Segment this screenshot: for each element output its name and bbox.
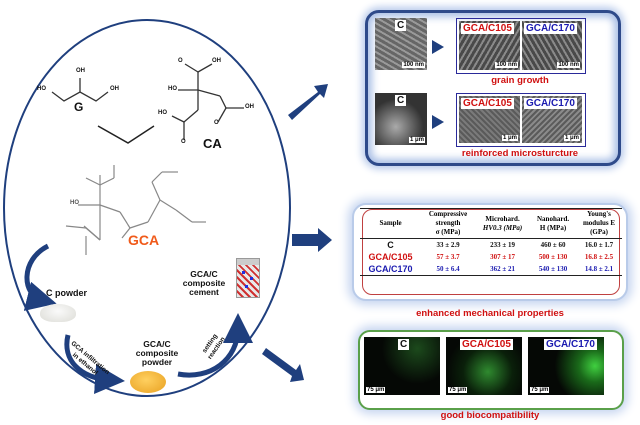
cell-compressive: 57 ± 3.7 (436, 253, 460, 261)
cell-microhard: 362 ± 21 (490, 265, 515, 273)
gca-ho: HO (70, 200, 79, 206)
arrow-to-c-powder (23, 243, 57, 311)
ca-ho-left: HO (158, 110, 167, 116)
table-row: GCA/C105 57 ± 3.7 307 ± 17 500 ± 130 16.… (360, 251, 622, 263)
scale-bar: 75 μm (448, 387, 468, 393)
composite-powder-line3: powder (141, 357, 173, 367)
sem-label: C (395, 20, 407, 31)
scale-bar: 1 μm (501, 135, 518, 141)
reinforced-microstructure-caption: reinforced microsturcture (461, 148, 579, 159)
arrow-to-table (292, 228, 332, 252)
scale-bar: 75 μm (530, 387, 550, 393)
scale-bar: 75 μm (366, 387, 386, 393)
sem-label: GCA/C105 (461, 23, 514, 34)
gca-label: GCA (128, 232, 160, 248)
composite-cement-label: GCA/C composite cement (176, 270, 232, 297)
fluorescence-c: C 75 μm (364, 337, 440, 395)
sem-label: C (395, 95, 407, 106)
glycerol-structure (51, 78, 109, 102)
ca-oh-right: OH (245, 104, 254, 110)
header-microhard: Microhard.HV0.3 (MPa) (482, 214, 523, 232)
composite-powder-image (130, 371, 166, 393)
mechanical-panel (352, 203, 628, 301)
sem-gca-c105-100nm: GCA/C105 100 nm (459, 21, 520, 70)
scale-bar: 100 nm (402, 62, 425, 68)
cell-microhard: 233 ± 19 (490, 241, 515, 249)
composite-powder-label: GCA/C composite powder (126, 340, 188, 367)
table-row: C 33 ± 2.9 233 ± 19 460 ± 60 16.0 ± 1.7 (360, 239, 622, 252)
fluo-label: C (398, 339, 410, 350)
composite-cement-line2: composite (182, 278, 226, 288)
cell-nanohard: 540 ± 130 (538, 265, 568, 273)
cell-microhard: 307 ± 17 (490, 253, 515, 261)
fluo-label: GCA/C105 (460, 339, 513, 350)
cell-nanohard: 460 ± 60 (540, 241, 566, 249)
cell-compressive: 33 ± 2.9 (436, 241, 460, 249)
c-powder-image (40, 304, 76, 322)
arrow-setting (177, 313, 253, 378)
grain-growth-caption: grain growth (491, 75, 549, 86)
cell-compressive: 50 ± 6.4 (436, 265, 460, 273)
synthesis-ellipse (3, 19, 291, 397)
sem-c-1um: C 1 μm (375, 93, 427, 145)
header-sample: Sample (379, 219, 402, 227)
glycerol-ho-left: HO (37, 86, 46, 92)
glycerol-oh-top: OH (76, 68, 85, 74)
sem-label: GCA/C170 (524, 98, 577, 109)
gca-structure (65, 165, 206, 255)
cell-sample: GCA/C105 (368, 252, 413, 262)
reaction-connector (97, 125, 155, 144)
biocompatibility-caption: good biocompatibility (440, 410, 540, 421)
cell-youngs: 16.8 ± 2.5 (584, 253, 614, 261)
sem-gca-c170-100nm: GCA/C170 100 nm (522, 21, 582, 70)
citric-acid-structure (171, 63, 244, 140)
glycerol-oh-right: OH (110, 86, 119, 92)
ca-oh-top: OH (212, 58, 221, 64)
composite-powder-line2: composite (135, 348, 179, 358)
ca-o-top: O (178, 58, 183, 64)
fluo-label: GCA/C170 (544, 339, 597, 350)
glycerol-label: G (74, 100, 84, 114)
cell-nanohard: 500 ± 130 (538, 253, 568, 261)
sem-row1-samples (456, 18, 586, 74)
ca-ho-mid: HO (168, 86, 177, 92)
scale-bar: 100 nm (495, 62, 518, 68)
sem-row2-samples (456, 93, 586, 147)
table-row: GCA/C170 50 ± 6.4 362 ± 21 540 ± 130 14.… (360, 263, 622, 276)
arrow-to-bio (262, 348, 304, 382)
arrow-infiltration (64, 334, 125, 394)
composite-powder-line1: GCA/C (143, 339, 171, 349)
scale-bar: 100 nm (557, 62, 580, 68)
cell-youngs: 16.0 ± 1.7 (584, 241, 614, 249)
sem-label: GCA/C170 (524, 23, 577, 34)
sem-arrow-row1-icon (432, 40, 444, 54)
ca-o-bottom: O (181, 139, 186, 145)
mechanical-caption: enhanced mechanical properties (416, 308, 564, 319)
sem-arrow-row2-icon (432, 115, 444, 129)
composite-cement-line3: cement (189, 287, 219, 297)
header-nanohard: Nanohard.H (MPa) (537, 214, 570, 232)
c-powder-label: C powder (46, 288, 88, 298)
sem-c-100nm: C 100 nm (375, 18, 427, 70)
composite-cement-image (236, 258, 260, 298)
ca-o-right: O (214, 120, 219, 126)
cell-youngs: 14.8 ± 2.1 (584, 265, 614, 273)
composite-cement-line1: GCA/C (190, 269, 218, 279)
scale-bar: 1 μm (563, 135, 580, 141)
sem-gca-c105-1um: GCA/C105 1 μm (459, 96, 520, 143)
cell-sample: C (387, 240, 394, 250)
scale-bar: 1 μm (408, 137, 425, 143)
fluorescence-gca-c105: GCA/C105 75 μm (446, 337, 522, 395)
arrow-to-sem (288, 84, 328, 120)
sem-label: GCA/C105 (461, 98, 514, 109)
cell-sample: GCA/C170 (368, 264, 413, 274)
fluorescence-gca-c170: GCA/C170 75 μm (528, 337, 604, 395)
sem-gca-c170-1um: GCA/C170 1 μm (522, 96, 582, 143)
citric-acid-label: CA (203, 136, 222, 151)
